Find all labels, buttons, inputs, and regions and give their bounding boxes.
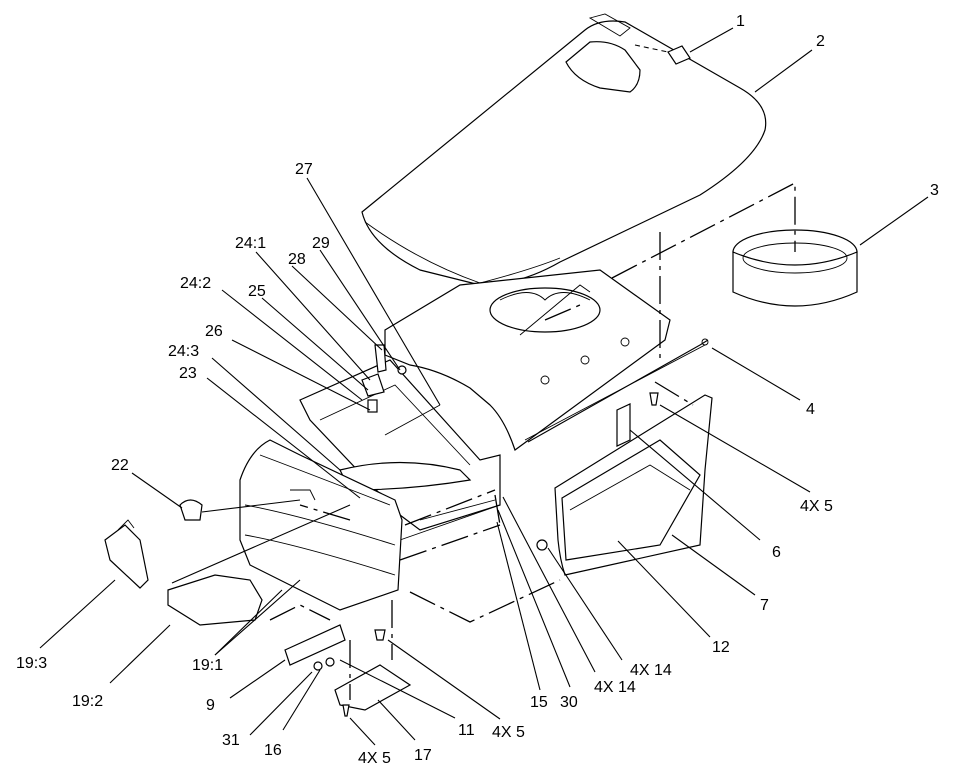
front-grille bbox=[239, 439, 403, 611]
callout-16: 16 bbox=[264, 742, 282, 759]
hood-latch bbox=[667, 45, 691, 65]
hood bbox=[361, 13, 767, 286]
callout-25: 25 bbox=[248, 283, 266, 300]
callout-19-2: 19:2 bbox=[72, 693, 103, 710]
rubber-bumper bbox=[616, 403, 631, 447]
callout-24-3: 24:3 bbox=[168, 343, 199, 360]
callout-4x5-lower: 4X 5 bbox=[492, 724, 525, 741]
frame-support bbox=[299, 359, 501, 541]
callout-27: 27 bbox=[295, 161, 313, 178]
callout-4x5-side: 4X 5 bbox=[800, 498, 833, 515]
callout-15: 15 bbox=[530, 694, 548, 711]
mount-bracket bbox=[284, 624, 346, 666]
callout-6: 6 bbox=[772, 544, 781, 561]
knob bbox=[374, 344, 387, 373]
callout-11: 11 bbox=[458, 722, 475, 739]
callout-4: 4 bbox=[806, 401, 815, 418]
callout-4x14-left: 4X 14 bbox=[594, 679, 636, 696]
bolt bbox=[342, 704, 350, 717]
nut bbox=[536, 539, 548, 551]
bolt bbox=[374, 629, 386, 641]
control-rod bbox=[527, 339, 709, 443]
callout-19-1: 19:1 bbox=[192, 657, 223, 674]
callout-12: 12 bbox=[712, 639, 730, 656]
grille-insert-side bbox=[104, 524, 149, 589]
callout-4x5-bottom: 4X 5 bbox=[358, 750, 391, 767]
callout-26: 26 bbox=[205, 323, 223, 340]
leader-lines bbox=[39, 27, 929, 746]
callout-3: 3 bbox=[930, 182, 939, 199]
screw-small bbox=[397, 365, 407, 375]
washer bbox=[325, 657, 335, 667]
callout-9: 9 bbox=[206, 697, 215, 714]
spacer bbox=[367, 399, 378, 413]
switch bbox=[361, 373, 385, 397]
callout-labels: 1 2 3 4 4X 5 6 7 12 4X 14 4X 14 30 15 4X… bbox=[16, 13, 939, 767]
washer bbox=[313, 661, 323, 671]
callout-4x14-right: 4X 14 bbox=[630, 662, 672, 679]
callout-19-3: 19:3 bbox=[16, 655, 47, 672]
headlight bbox=[179, 499, 203, 521]
callout-24-2: 24:2 bbox=[180, 275, 211, 292]
callout-29: 29 bbox=[312, 235, 330, 252]
dash-panel bbox=[384, 269, 706, 451]
callout-22: 22 bbox=[111, 457, 129, 474]
callout-31: 31 bbox=[222, 732, 240, 749]
lower-bracket bbox=[334, 664, 412, 711]
assembly-lines bbox=[269, 181, 796, 700]
callout-28: 28 bbox=[288, 251, 306, 268]
screw bbox=[649, 392, 659, 406]
grille-insert-lower bbox=[167, 574, 263, 626]
callout-7: 7 bbox=[760, 597, 769, 614]
callout-17: 17 bbox=[414, 747, 432, 764]
callout-24-1: 24:1 bbox=[235, 235, 266, 252]
side-panel bbox=[554, 394, 713, 576]
callout-23: 23 bbox=[179, 365, 197, 382]
callout-2: 2 bbox=[816, 33, 825, 50]
callout-1: 1 bbox=[736, 13, 745, 30]
callout-30: 30 bbox=[560, 694, 578, 711]
